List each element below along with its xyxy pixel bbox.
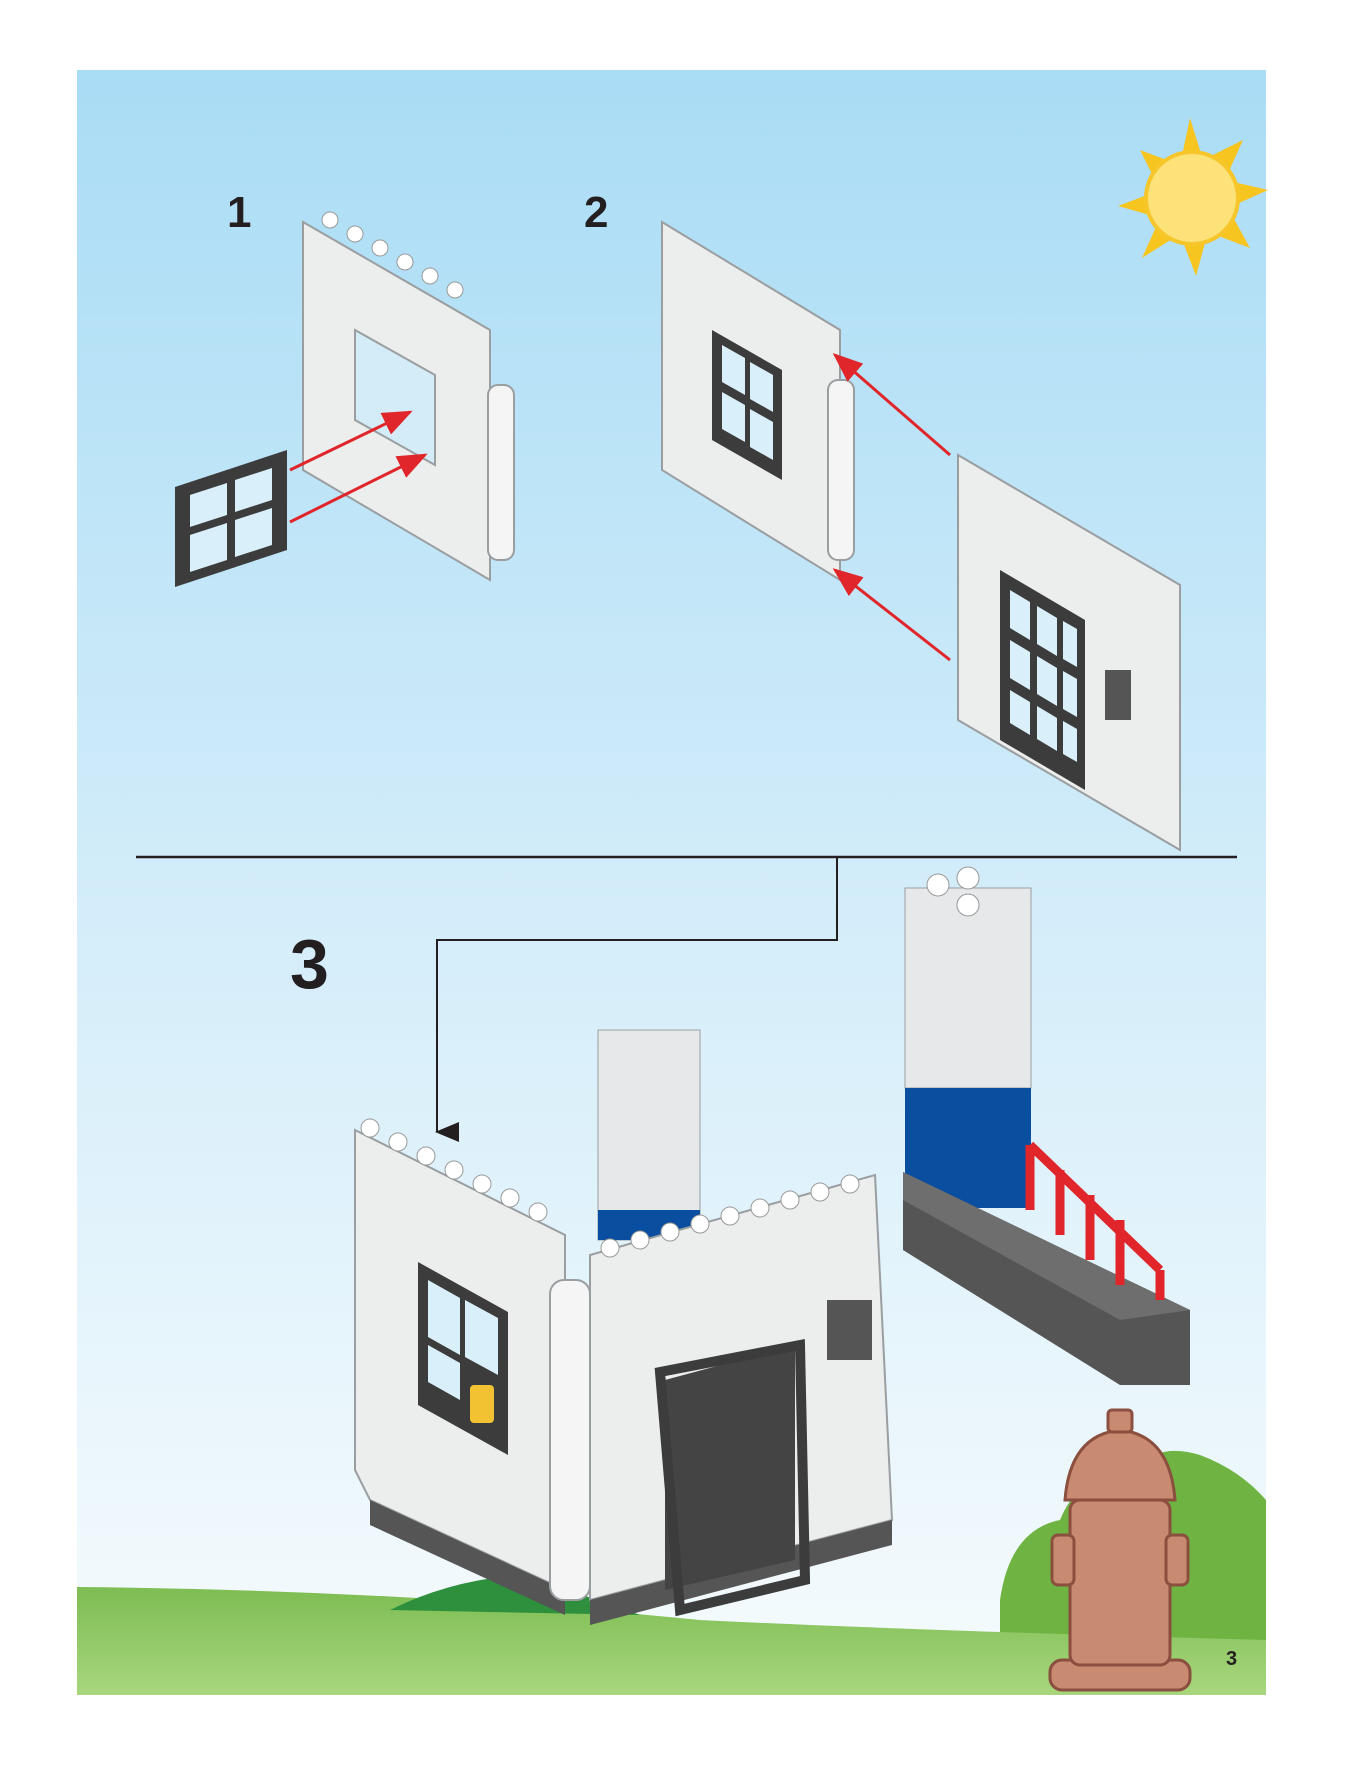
assembled-police-station: [354, 1118, 894, 1625]
step-connector-arrow: [435, 857, 838, 1142]
fire-hydrant: [1048, 1408, 1192, 1692]
step2-wall-with-door: [957, 453, 1181, 852]
step-number-2: 2: [584, 188, 609, 237]
assembly-arrow: [832, 568, 951, 662]
base-plate-with-fence: [903, 1141, 1190, 1385]
assembly-arrow: [289, 453, 428, 524]
step-number-1: 1: [227, 188, 252, 237]
assembly-arrow: [289, 410, 413, 472]
step1-wall-panel: [302, 211, 515, 582]
step2-wall-with-window: [661, 220, 855, 582]
sun-icon: [1118, 118, 1268, 276]
tall-brick-white-blue: [904, 866, 1032, 1208]
tall-brick-back: [597, 1029, 701, 1241]
page-number: 3: [1226, 1648, 1238, 1670]
step-number-3: 3: [290, 925, 329, 1003]
window-frame-part: [175, 450, 287, 587]
assembly-arrow: [832, 353, 951, 457]
